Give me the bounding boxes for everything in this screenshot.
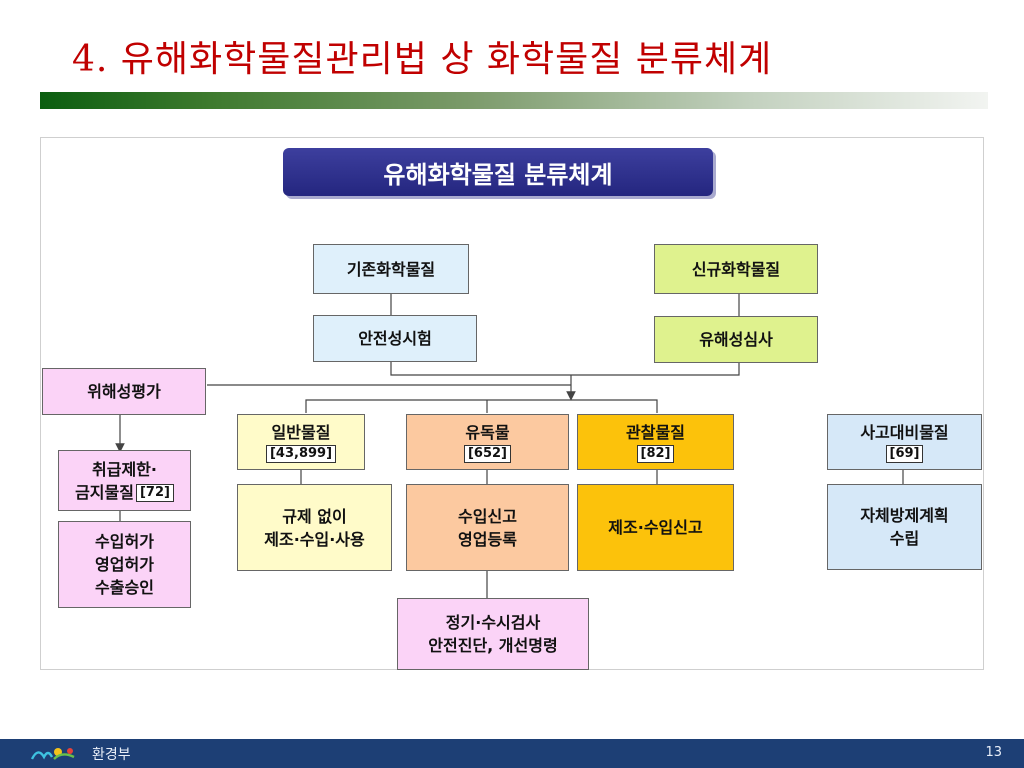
- accident-label: 사고대비물질: [860, 423, 949, 442]
- hazard-review-label: 유해성심사: [699, 330, 773, 349]
- observed-count-badge: [82]: [636, 445, 675, 463]
- restricted-substances-box: 취급제한· 금지물질 [72]: [58, 450, 191, 511]
- inspection-box: 정기·수시검사 안전진단, 개선명령: [397, 598, 589, 670]
- general-rule-line1: 규제 없이: [282, 506, 347, 526]
- toxic-rule-line1: 수입신고: [458, 506, 517, 526]
- general-label: 일반물질: [271, 423, 331, 442]
- general-substances-box: 일반물질 [43,899]: [237, 414, 365, 470]
- restricted-line1: 취급제한·: [92, 459, 157, 479]
- risk-assessment-label: 위해성평가: [87, 382, 161, 401]
- accident-rule-line1: 자체방제계획: [860, 506, 949, 525]
- restricted-count-badge: [72]: [135, 483, 174, 502]
- observed-rule-box: 제조·수입신고: [577, 484, 734, 571]
- ministry-logo-icon: [30, 748, 75, 760]
- accident-rule-line2: 수립: [889, 529, 920, 548]
- import-line2: 영업허가: [95, 555, 154, 574]
- slide-footer: 환경부 13: [0, 739, 1024, 768]
- connector-lines: [115, 293, 904, 598]
- observed-rule-label: 제조·수입신고: [608, 518, 703, 537]
- accident-rule-box: 자체방제계획 수립: [827, 484, 982, 570]
- new-chemicals-label: 신규화학물질: [691, 259, 781, 279]
- new-chemicals-box: 신규화학물질: [654, 244, 818, 294]
- page-number: 13: [985, 745, 1002, 760]
- hazard-review-box: 유해성심사: [654, 316, 818, 363]
- import-permit-box: 수입허가 영업허가 수출승인: [58, 521, 191, 608]
- import-line1: 수입허가: [95, 532, 154, 551]
- existing-chemicals-box: 기존화학물질: [313, 244, 469, 294]
- accident-substances-box: 사고대비물질 [69]: [827, 414, 982, 470]
- general-rule-box: 규제 없이 제조·수입·사용: [237, 484, 392, 571]
- toxic-rule-box: 수입신고 영업등록: [406, 484, 569, 571]
- classification-diagram: 유해화학물질 분류체계 기존화학물질 안전성시험 신규화학물질 유해성심사 위해…: [40, 137, 984, 670]
- accident-count-badge: [69]: [885, 445, 924, 463]
- import-line3: 수출승인: [95, 578, 154, 597]
- footer-organization: 환경부: [92, 747, 131, 763]
- inspection-line1: 정기·수시검사: [445, 613, 541, 632]
- toxic-count-badge: [652]: [463, 445, 512, 463]
- slide-title: 4. 유해화학물질관리법 상 화학물질 분류체계: [72, 39, 773, 80]
- toxic-substances-box: 유독물 [652]: [406, 414, 569, 470]
- line-join-tests: [390, 361, 740, 376]
- diagram-header: 유해화학물질 분류체계: [283, 148, 713, 196]
- safety-test-label: 안전성시험: [358, 329, 432, 348]
- general-count-badge: [43,899]: [265, 445, 337, 463]
- observed-label: 관찰물질: [626, 423, 685, 442]
- line-distribution: [305, 399, 658, 413]
- general-rule-line2: 제조·수입·사용: [264, 529, 365, 549]
- safety-test-box: 안전성시험: [313, 315, 477, 362]
- toxic-rule-line2: 영업등록: [458, 529, 517, 549]
- existing-chemicals-label: 기존화학물질: [346, 259, 436, 279]
- toxic-label: 유독물: [465, 423, 510, 442]
- inspection-line2: 안전진단, 개선명령: [428, 636, 558, 655]
- title-underline-bar: [40, 92, 988, 109]
- observed-substances-box: 관찰물질 [82]: [577, 414, 734, 470]
- restricted-line2: 금지물질: [75, 482, 134, 502]
- risk-assessment-box: 위해성평가: [42, 368, 206, 415]
